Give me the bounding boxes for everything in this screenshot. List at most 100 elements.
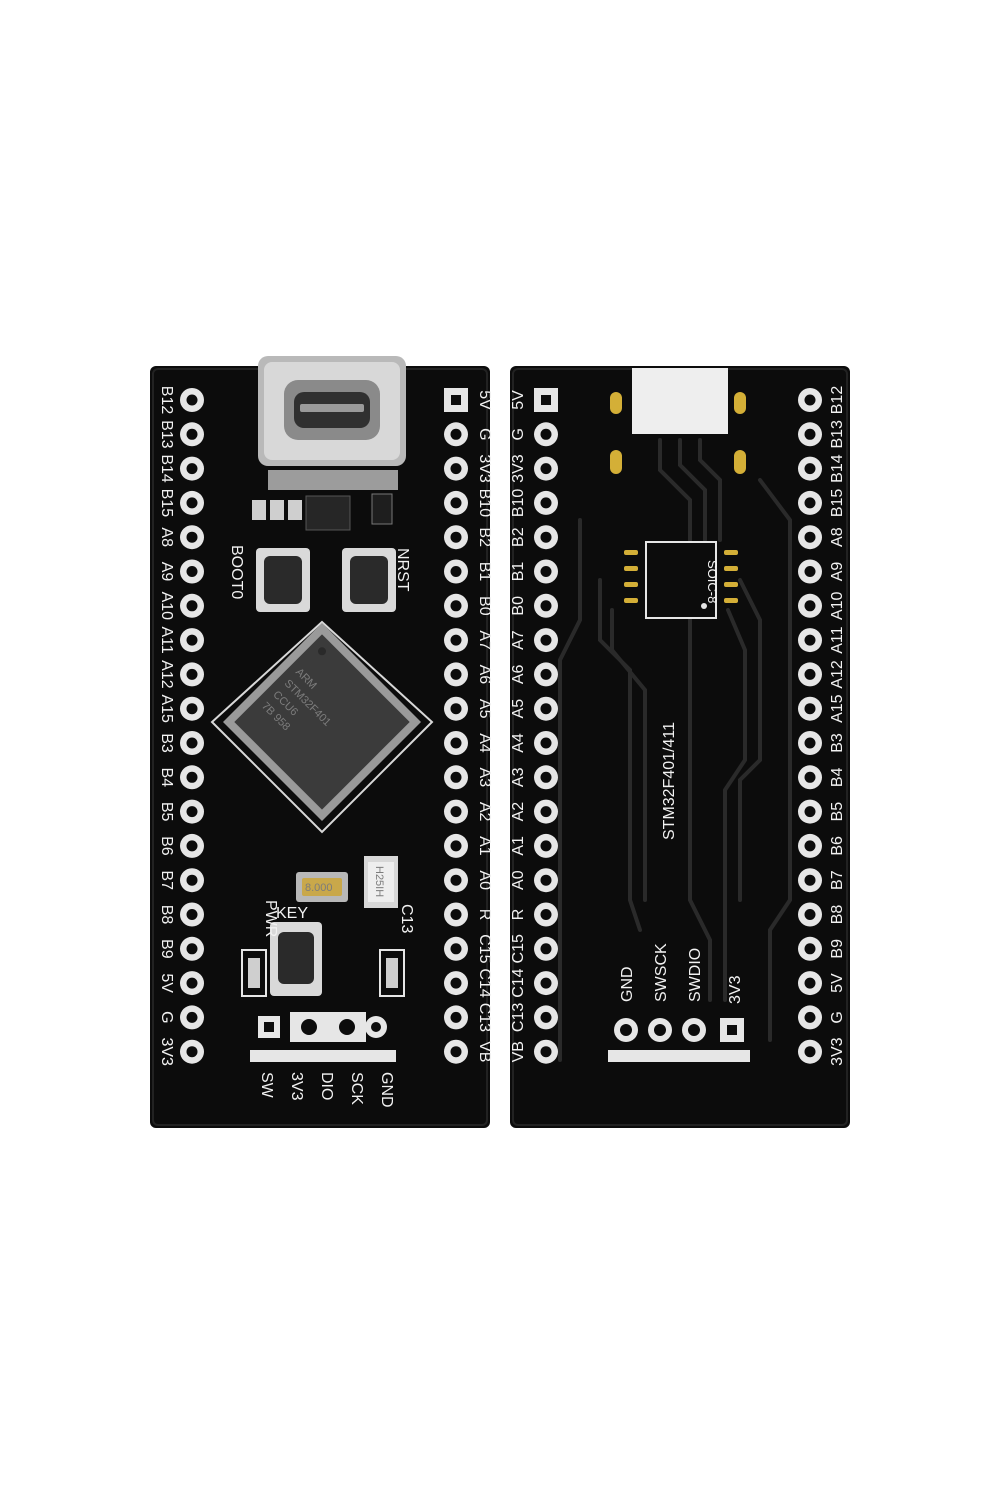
pwr-led [241,949,267,997]
front-right-header-pad [444,593,468,618]
front-right-header-pad [444,1039,468,1064]
back-right-pin-label: 5V [829,973,846,993]
front-left-header-pad [180,559,204,584]
back-right-header-pad [798,662,822,687]
front-right-pin-label: C15 [476,934,493,963]
back-left-header-pad [534,971,558,996]
back-right-pin-label: B12 [829,386,846,415]
key-button[interactable] [270,922,322,996]
back-right-pin-label: A12 [829,660,846,689]
board-name-label: STM32F401/411 [661,722,678,840]
back-right-header-pad [798,628,822,653]
front-left-pin-label: 5V [158,973,175,993]
front-left-header-pad [180,936,204,961]
back-debug-pads [608,1018,750,1062]
front-left-pin-label: B6 [158,836,175,856]
front-right-header-pad [444,525,468,550]
back-right-header-pad [798,902,822,927]
front-left-pin-label: A10 [158,592,175,621]
back-left-header-pad [534,1039,558,1064]
back-left-header-pad [534,731,558,755]
back-left-pin-label: G [510,428,527,440]
front-right-header-pad [444,628,468,653]
front-right-header-pad [444,1005,468,1030]
back-right-pin-label: B6 [829,836,846,856]
rtc-crystal-marking: H25IH [373,866,385,897]
front-right-pin-label: A5 [476,699,493,719]
boot0-label: BOOT0 [228,545,245,599]
front-left-header-pad [180,971,204,996]
front-left-header-pad [180,456,204,481]
front-right-pin-label: 5V [476,390,493,410]
debug-label-dio: DIO [318,1072,335,1100]
front-left-pin-label: B4 [158,768,175,788]
back-right-header-pad [798,833,822,858]
front-left-pin-label: A12 [158,660,175,689]
back-right-pin-label: 3V3 [829,1037,846,1066]
back-right-header-pad [798,765,822,790]
front-right-pin-label: VB [476,1041,493,1062]
back-right-header-pad [798,696,822,721]
back-left-header-pad [534,456,558,481]
front-left-header-pad [180,696,204,721]
back-right-pin-label: A8 [829,527,846,547]
front-left-pin-label: 3V3 [158,1037,175,1066]
back-right-header-pad [798,1005,822,1030]
front-right-header-pad [444,971,468,996]
front-right-labels: 5VG3V3B10B2B1B0A7A6A5A4A3A2A1A0RC15C14C1… [476,390,493,1062]
back-left-header-pad [534,525,558,550]
soic8-footprint: SOIC-8 [624,541,738,619]
back-board: SOIC-8 STM32F401/411 GND SWSCK SWDIO 3V3… [510,366,850,1128]
smd-passives-top [252,493,393,531]
front-left-pin-label: B7 [158,870,175,890]
front-left-header-pad [180,490,204,515]
front-left-header-pad [180,1039,204,1064]
back-left-pin-label: A0 [510,870,527,890]
front-right-pin-label: A3 [476,768,493,788]
back-right-pin-label: B5 [829,802,846,822]
back-right-pin-label: B9 [829,939,846,959]
back-right-pin-label: B4 [829,767,846,787]
back-left-pin-label: B0 [510,596,527,616]
back-left-header-pad [534,765,558,790]
back-left-pin-label: C15 [510,934,527,963]
front-right-header-pad [444,765,468,790]
key-label: KEY [276,905,308,922]
front-left-header-pad [180,1005,204,1030]
front-left-header-pad [180,525,204,550]
front-left-header [180,388,204,1064]
front-right-pin-label: A6 [476,665,493,685]
back-right-header-pad [798,559,822,584]
back-left-header-pad [534,936,558,961]
front-right-header-pad [444,833,468,858]
front-right-pin-label: B1 [476,562,493,582]
front-right-header-pad [444,868,468,893]
back-left-header-pad [534,696,558,721]
back-left-pin-label: A6 [510,665,527,685]
c13-led [379,949,405,997]
back-left-pin-label: C13 [510,1003,527,1032]
back-right-pin-label: A11 [829,626,846,653]
front-right-pin-label: A0 [476,870,493,890]
debug-label-3v3: 3V3 [288,1072,305,1101]
back-right-header-pad [798,593,822,618]
back-right-header-pad [798,799,822,824]
back-debug-labels: GND SWSCK SWDIO 3V3 [619,943,744,1004]
front-left-header-pad [180,902,204,927]
front-left-pin-label: A15 [158,694,175,723]
back-left-header-pad [534,422,558,447]
front-left-header-pad [180,662,204,687]
boot0-button[interactable] [256,548,310,612]
back-right-header-pad [798,490,822,515]
back-left-pin-label: A2 [510,802,527,822]
debug-label-sck: SCK [348,1072,365,1105]
front-right-pin-label: C14 [476,968,493,997]
back-right-pin-label: B8 [829,905,846,925]
front-board: BOOT0 NRST ARM STM32F401 CCU6 7B 958 8.0… [150,356,493,1128]
front-left-pin-label: B8 [158,905,175,925]
back-left-header-pad [534,833,558,858]
nrst-button[interactable] [342,548,396,612]
front-right-header-pad [444,731,468,755]
back-left-pin-label: B10 [510,489,527,518]
back-right-header-pad [798,971,822,996]
